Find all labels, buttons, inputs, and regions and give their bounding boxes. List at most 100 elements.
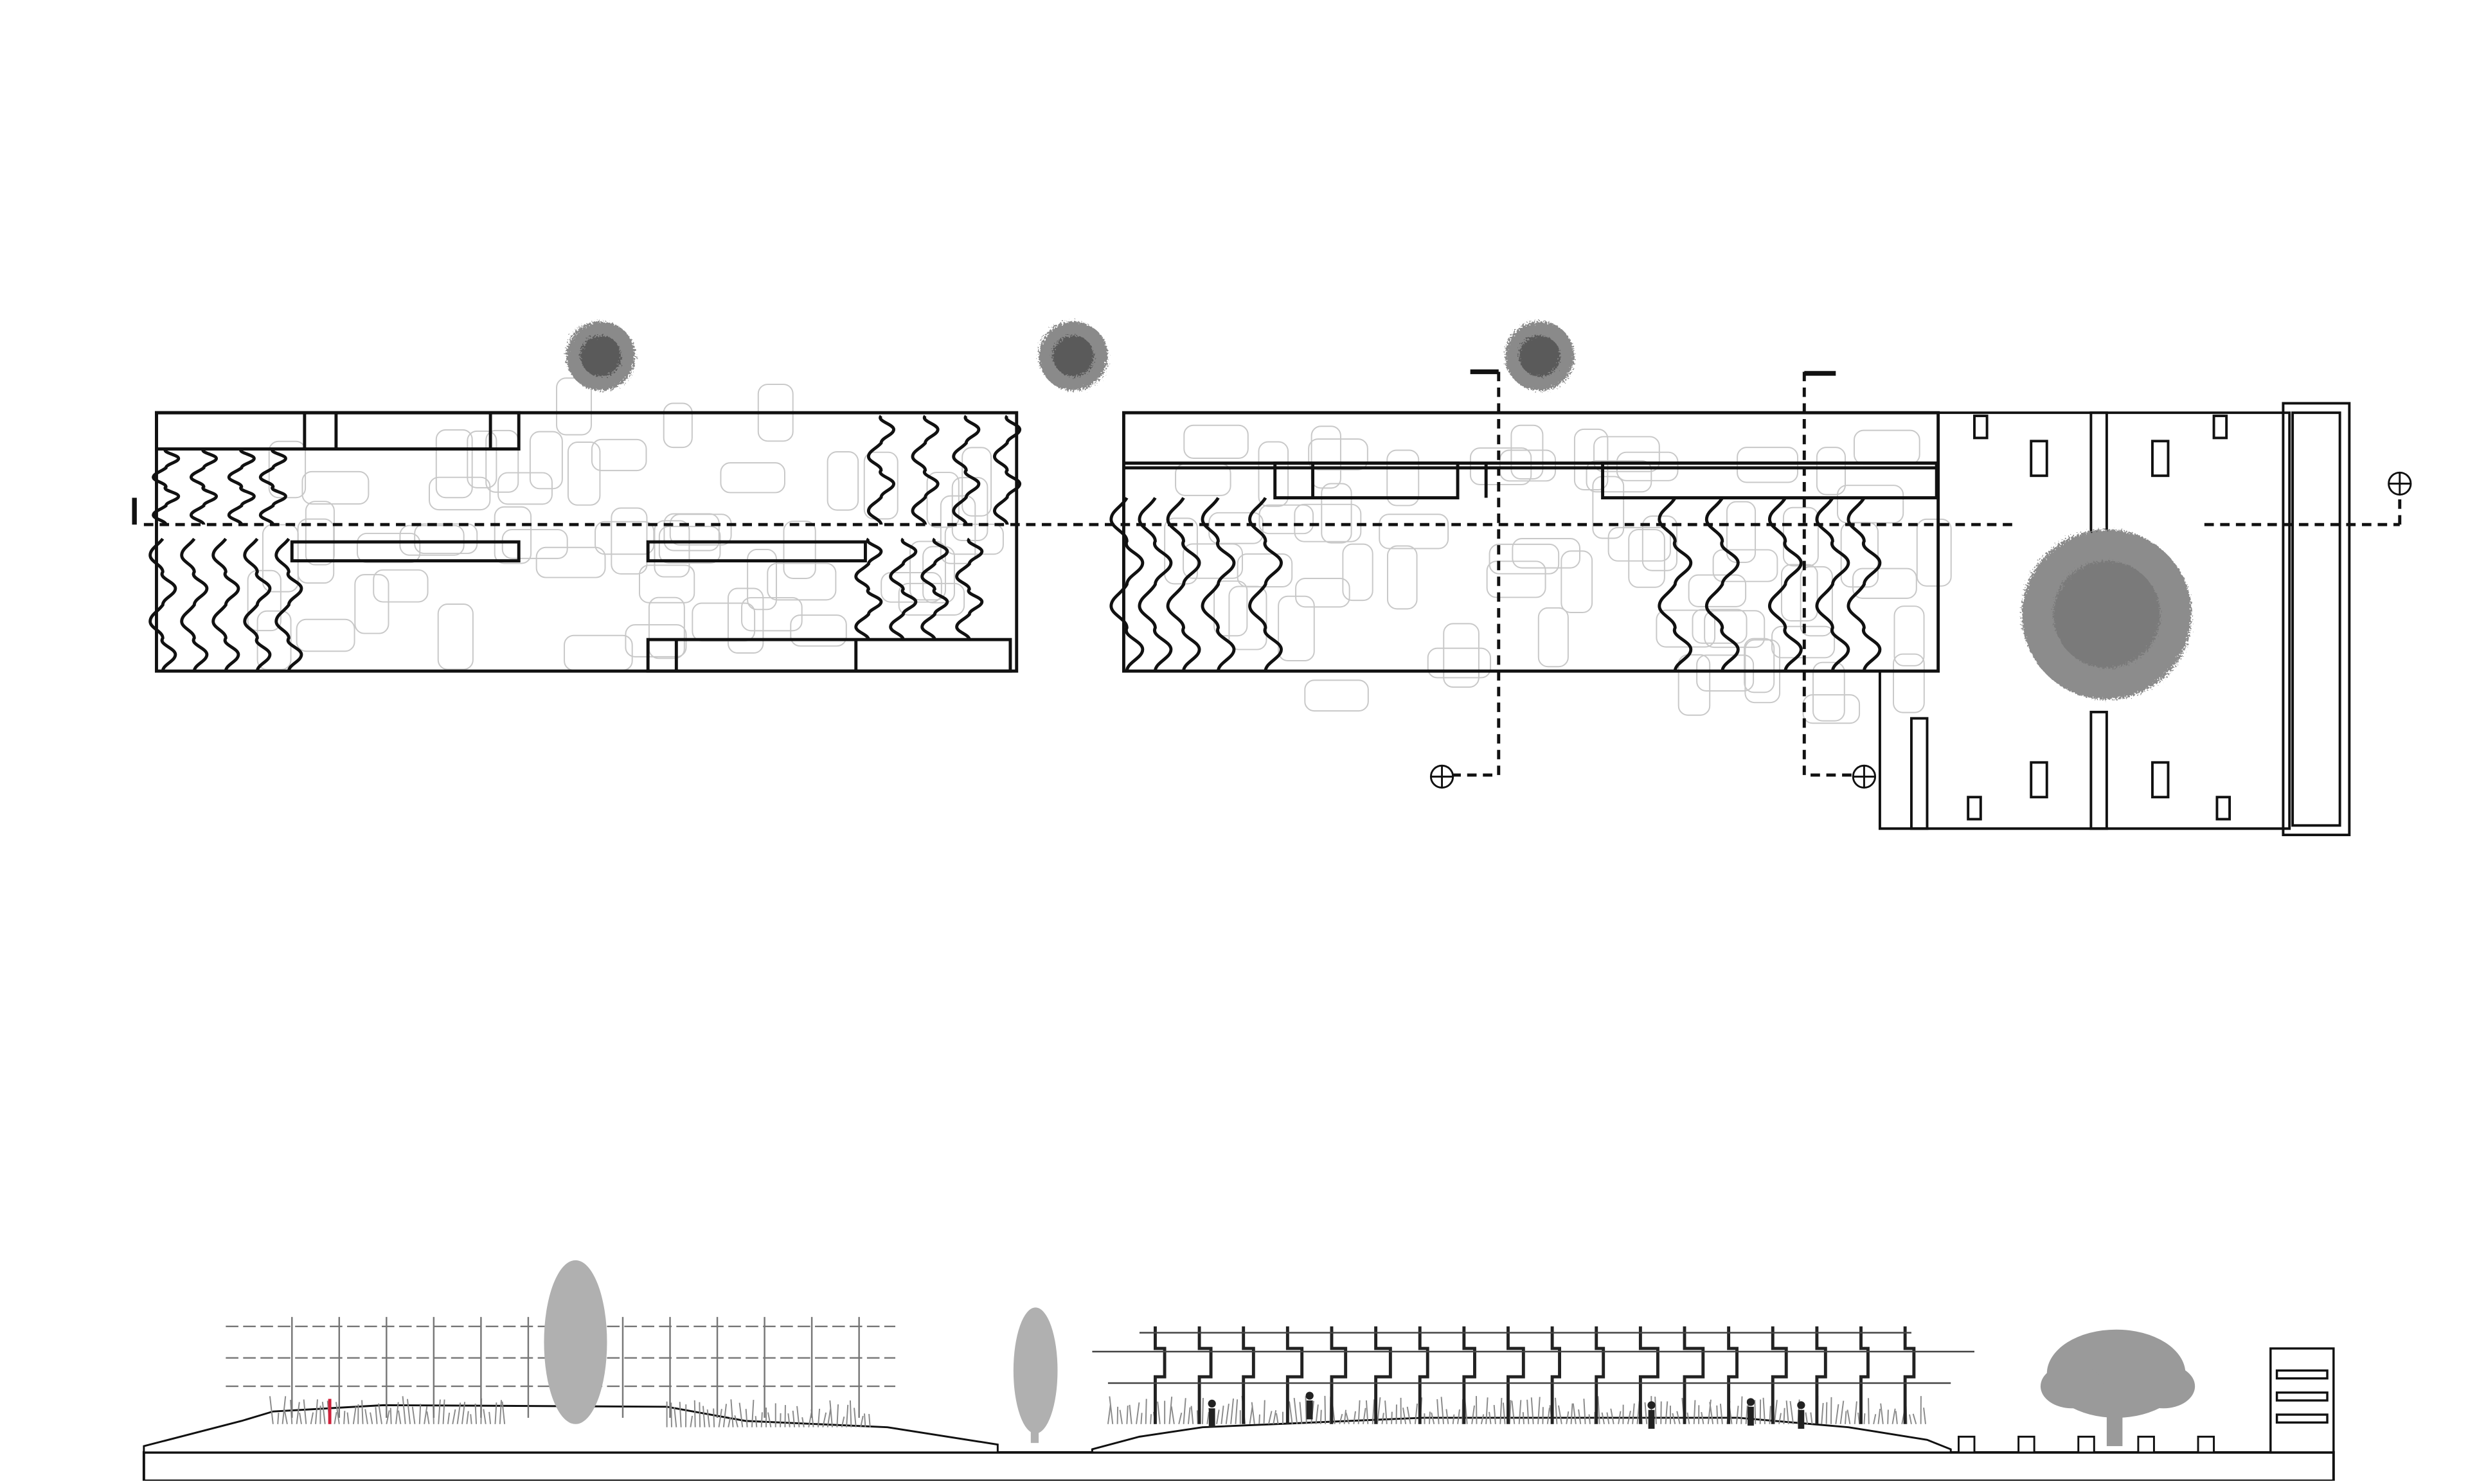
ghost-module bbox=[1388, 546, 1417, 609]
wave-post bbox=[1905, 1327, 1914, 1424]
west-south-strip bbox=[648, 639, 1010, 671]
wave-wall bbox=[922, 539, 947, 639]
shrub-stroke bbox=[1192, 1406, 1194, 1424]
shrub-stroke bbox=[1391, 1412, 1392, 1424]
ghost-module bbox=[1737, 447, 1798, 482]
cypress-tree-icon bbox=[1014, 1307, 1058, 1443]
shrub-stroke bbox=[1858, 1413, 1859, 1424]
site-plan bbox=[134, 321, 2411, 835]
east-block-outline bbox=[1123, 413, 1938, 671]
shrub-stroke bbox=[1172, 1406, 1174, 1424]
ghost-module bbox=[1561, 551, 1592, 612]
shrub-stroke bbox=[1197, 1410, 1198, 1424]
ghost-module bbox=[783, 521, 815, 578]
shrub-stroke bbox=[1896, 1411, 1897, 1424]
shrub-stroke bbox=[854, 1408, 856, 1427]
ghost-module bbox=[1428, 648, 1490, 678]
ghost-module bbox=[537, 548, 605, 578]
cross-section-line-2 bbox=[1804, 371, 1854, 774]
shrub-stroke bbox=[1276, 1413, 1278, 1424]
shrub-stroke bbox=[699, 1402, 700, 1427]
shrub-stroke bbox=[1878, 1409, 1880, 1424]
shrub-stroke bbox=[713, 1408, 714, 1427]
ghost-module bbox=[664, 403, 692, 447]
ghost-module bbox=[1593, 476, 1623, 538]
shrub-stroke bbox=[1221, 1406, 1223, 1424]
ghost-module bbox=[503, 530, 568, 559]
shrub-stroke bbox=[1855, 1401, 1857, 1424]
shrub-stroke bbox=[837, 1404, 838, 1427]
ghost-module bbox=[357, 533, 420, 562]
wave-wall bbox=[213, 539, 238, 671]
plaza-bollard bbox=[2152, 441, 2168, 476]
wave-post bbox=[1332, 1327, 1346, 1424]
section-bubble-icon bbox=[1853, 765, 1875, 787]
tree-core-icon bbox=[1053, 335, 1094, 377]
wave-post bbox=[1155, 1327, 1165, 1424]
west-wave-walls bbox=[150, 416, 1020, 671]
ghost-module bbox=[1784, 508, 1818, 566]
wave-wall bbox=[150, 539, 175, 671]
shrub-stroke bbox=[1120, 1410, 1122, 1424]
wave-post bbox=[1817, 1327, 1825, 1424]
shrub-stroke bbox=[1913, 1414, 1917, 1424]
shrub-stroke bbox=[1252, 1402, 1255, 1424]
shrub-stroke bbox=[1264, 1400, 1265, 1424]
shrub-stroke bbox=[1873, 1414, 1875, 1424]
shrub-stroke bbox=[1805, 1413, 1807, 1424]
ghost-module bbox=[1539, 608, 1568, 666]
person-figure-icon bbox=[1747, 1398, 1755, 1426]
wave-wall bbox=[856, 539, 881, 639]
wave-wall bbox=[229, 449, 254, 525]
person-figure-icon bbox=[1208, 1400, 1216, 1427]
kiosk-shelf bbox=[2277, 1415, 2327, 1422]
shrub-stroke bbox=[1909, 1415, 1911, 1424]
shrub-stroke bbox=[1294, 1398, 1297, 1424]
ghost-module bbox=[1803, 695, 1860, 723]
ghost-module bbox=[720, 463, 785, 492]
shrub-stroke bbox=[1273, 1410, 1276, 1424]
ghost-module bbox=[1893, 654, 1924, 713]
shrub-stroke bbox=[1523, 1412, 1524, 1424]
tree-core-large-icon bbox=[2053, 561, 2161, 668]
wave-wall bbox=[868, 416, 893, 524]
shrub-stroke bbox=[1868, 1398, 1869, 1424]
section-bubble-icon bbox=[1431, 765, 1453, 787]
plaza-bollard bbox=[1974, 416, 1987, 438]
plaza-bollard bbox=[1968, 797, 1981, 819]
tree-core-icon bbox=[1519, 335, 1560, 377]
wave-wall bbox=[182, 539, 207, 671]
west-bench-1 bbox=[292, 542, 519, 560]
shrub-stroke bbox=[1184, 1398, 1186, 1424]
ghost-module bbox=[302, 472, 368, 504]
plaza-wall-south bbox=[2091, 712, 2107, 828]
plan-trees bbox=[566, 321, 2192, 699]
shrub-stroke bbox=[1259, 1415, 1260, 1424]
plaza-wall-west bbox=[1911, 719, 1927, 829]
shrub-stroke bbox=[1207, 1412, 1208, 1424]
shrub-stroke bbox=[846, 1405, 848, 1427]
section-bubbles bbox=[1431, 472, 2411, 787]
shrub-stroke bbox=[1129, 1405, 1131, 1424]
ghost-module bbox=[1321, 483, 1351, 542]
wave-wall bbox=[891, 539, 916, 639]
shrub-stroke bbox=[869, 1414, 870, 1427]
ghost-module bbox=[595, 522, 654, 554]
bollard bbox=[2079, 1436, 2095, 1453]
shrub-stroke bbox=[1146, 1399, 1147, 1424]
wave-post bbox=[1729, 1327, 1737, 1424]
elevation-trees bbox=[544, 1260, 2195, 1446]
plaza-bollard bbox=[2217, 797, 2230, 819]
plaza-bollard bbox=[2214, 416, 2227, 438]
cypress-tree-icon bbox=[544, 1260, 607, 1424]
ghost-module bbox=[1894, 606, 1924, 666]
ghost-module bbox=[670, 514, 731, 545]
wave-post bbox=[1861, 1327, 1868, 1424]
ghost-module bbox=[747, 550, 776, 609]
ghost-module bbox=[828, 452, 859, 510]
ghost-module bbox=[767, 564, 836, 600]
section-elevation bbox=[144, 1260, 2334, 1481]
ghost-module bbox=[1305, 680, 1368, 711]
